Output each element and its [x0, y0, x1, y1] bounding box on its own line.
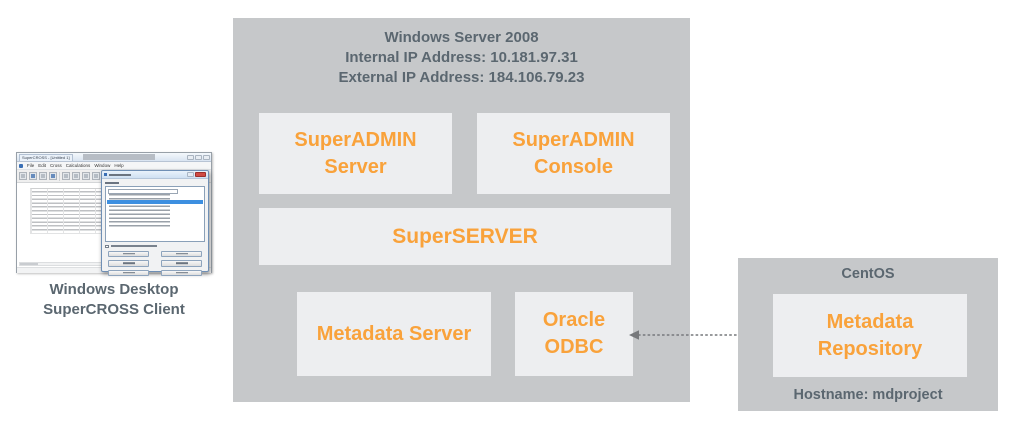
- superadmin-server-box: SuperADMIN Server: [259, 113, 452, 194]
- toolbar-icon[interactable]: [62, 172, 70, 180]
- dialog-icon: [104, 173, 107, 176]
- dialog-checkbox-row: [105, 244, 205, 248]
- dialog-item-list[interactable]: [105, 186, 205, 242]
- dialog-close-icon[interactable]: [195, 171, 206, 178]
- supercross-client-screenshot: SuperCROSS - [Untitled 1] File Edit Cros…: [16, 152, 212, 276]
- dialog-titlebar: [102, 171, 208, 179]
- client-titlebar: SuperCROSS - [Untitled 1]: [17, 153, 211, 162]
- superadmin-console-label: SuperADMIN Console: [512, 128, 635, 178]
- superserver-box: SuperSERVER: [259, 208, 671, 265]
- superserver-label: SuperSERVER: [392, 225, 538, 248]
- dialog-minimize-icon[interactable]: [187, 172, 194, 177]
- menu-calculations[interactable]: Calculations: [65, 163, 91, 168]
- app-icon: [19, 163, 23, 168]
- checkbox-label-smudge: [110, 245, 157, 248]
- dialog-button[interactable]: [108, 250, 149, 257]
- windows-server-box: Windows Server 2008 Internal IP Address:…: [233, 18, 690, 402]
- toolbar-icon[interactable]: [49, 172, 57, 180]
- menu-help[interactable]: Help: [114, 163, 124, 168]
- oracle-odbc-box: Oracle ODBC: [515, 292, 633, 376]
- windows-server-header: Windows Server 2008 Internal IP Address:…: [233, 28, 690, 88]
- client-caption-line2: SuperCROSS Client: [43, 301, 185, 318]
- toolbar-separator: [59, 171, 60, 181]
- client-caption-line1: Windows Desktop: [49, 281, 179, 298]
- metadata-repository-label: Metadata Repository: [817, 310, 923, 360]
- dialog-title-smudge: [109, 173, 131, 176]
- minimize-icon[interactable]: [187, 154, 194, 160]
- dialog-button[interactable]: [108, 269, 149, 276]
- toolbar-icon[interactable]: [19, 172, 27, 180]
- toolbar-icon[interactable]: [72, 172, 80, 180]
- dialog-buttons: [105, 250, 205, 276]
- superadmin-console-box: SuperADMIN Console: [477, 113, 670, 194]
- titlebar-smudge: [82, 154, 155, 160]
- dialog-button[interactable]: [108, 260, 149, 267]
- windows-server-title: Windows Server 2008: [384, 29, 539, 46]
- menu-edit[interactable]: Edit: [38, 163, 47, 168]
- internal-ip-label: Internal IP Address: 10.181.97.31: [345, 49, 578, 66]
- menu-cross[interactable]: Cross: [50, 163, 62, 168]
- toolbar-icon[interactable]: [82, 172, 90, 180]
- toolbar-icon[interactable]: [92, 172, 100, 180]
- hostname-label: Hostname: mdproject: [793, 387, 943, 403]
- external-ip-label: External IP Address: 184.106.79.23: [338, 69, 585, 86]
- field-selection-dialog: [101, 170, 209, 276]
- menu-window[interactable]: Window: [94, 163, 111, 168]
- metadata-server-box: Metadata Server: [297, 292, 491, 376]
- selected-list-item[interactable]: [107, 200, 203, 204]
- metadata-repository-box: Metadata Repository: [773, 294, 967, 377]
- dialog-combobox[interactable]: [108, 189, 178, 194]
- superadmin-server-label: SuperADMIN Server: [294, 128, 417, 178]
- dialog-button[interactable]: [161, 250, 202, 257]
- client-caption: Windows Desktop SuperCROSS Client: [2, 280, 226, 320]
- maximize-icon[interactable]: [195, 154, 202, 160]
- oracle-odbc-label: Oracle ODBC: [542, 309, 606, 358]
- close-icon[interactable]: [203, 154, 210, 160]
- menu-file[interactable]: File: [27, 163, 35, 168]
- client-window-title: SuperCROSS - [Untitled 1]: [19, 154, 73, 161]
- toolbar-icon[interactable]: [29, 172, 37, 180]
- dialog-button[interactable]: [161, 260, 202, 267]
- metadata-server-label: Metadata Server: [316, 322, 472, 345]
- centos-title: CentOS: [841, 266, 895, 282]
- centos-box: CentOS Metadata Repository Hostname: mdp…: [738, 258, 998, 411]
- dialog-button[interactable]: [161, 269, 202, 276]
- client-menubar: File Edit Cross Calculations Window Help: [17, 162, 211, 170]
- checkbox-icon[interactable]: [105, 244, 109, 248]
- dialog-label-smudge: [105, 182, 119, 184]
- toolbar-icon[interactable]: [39, 172, 47, 180]
